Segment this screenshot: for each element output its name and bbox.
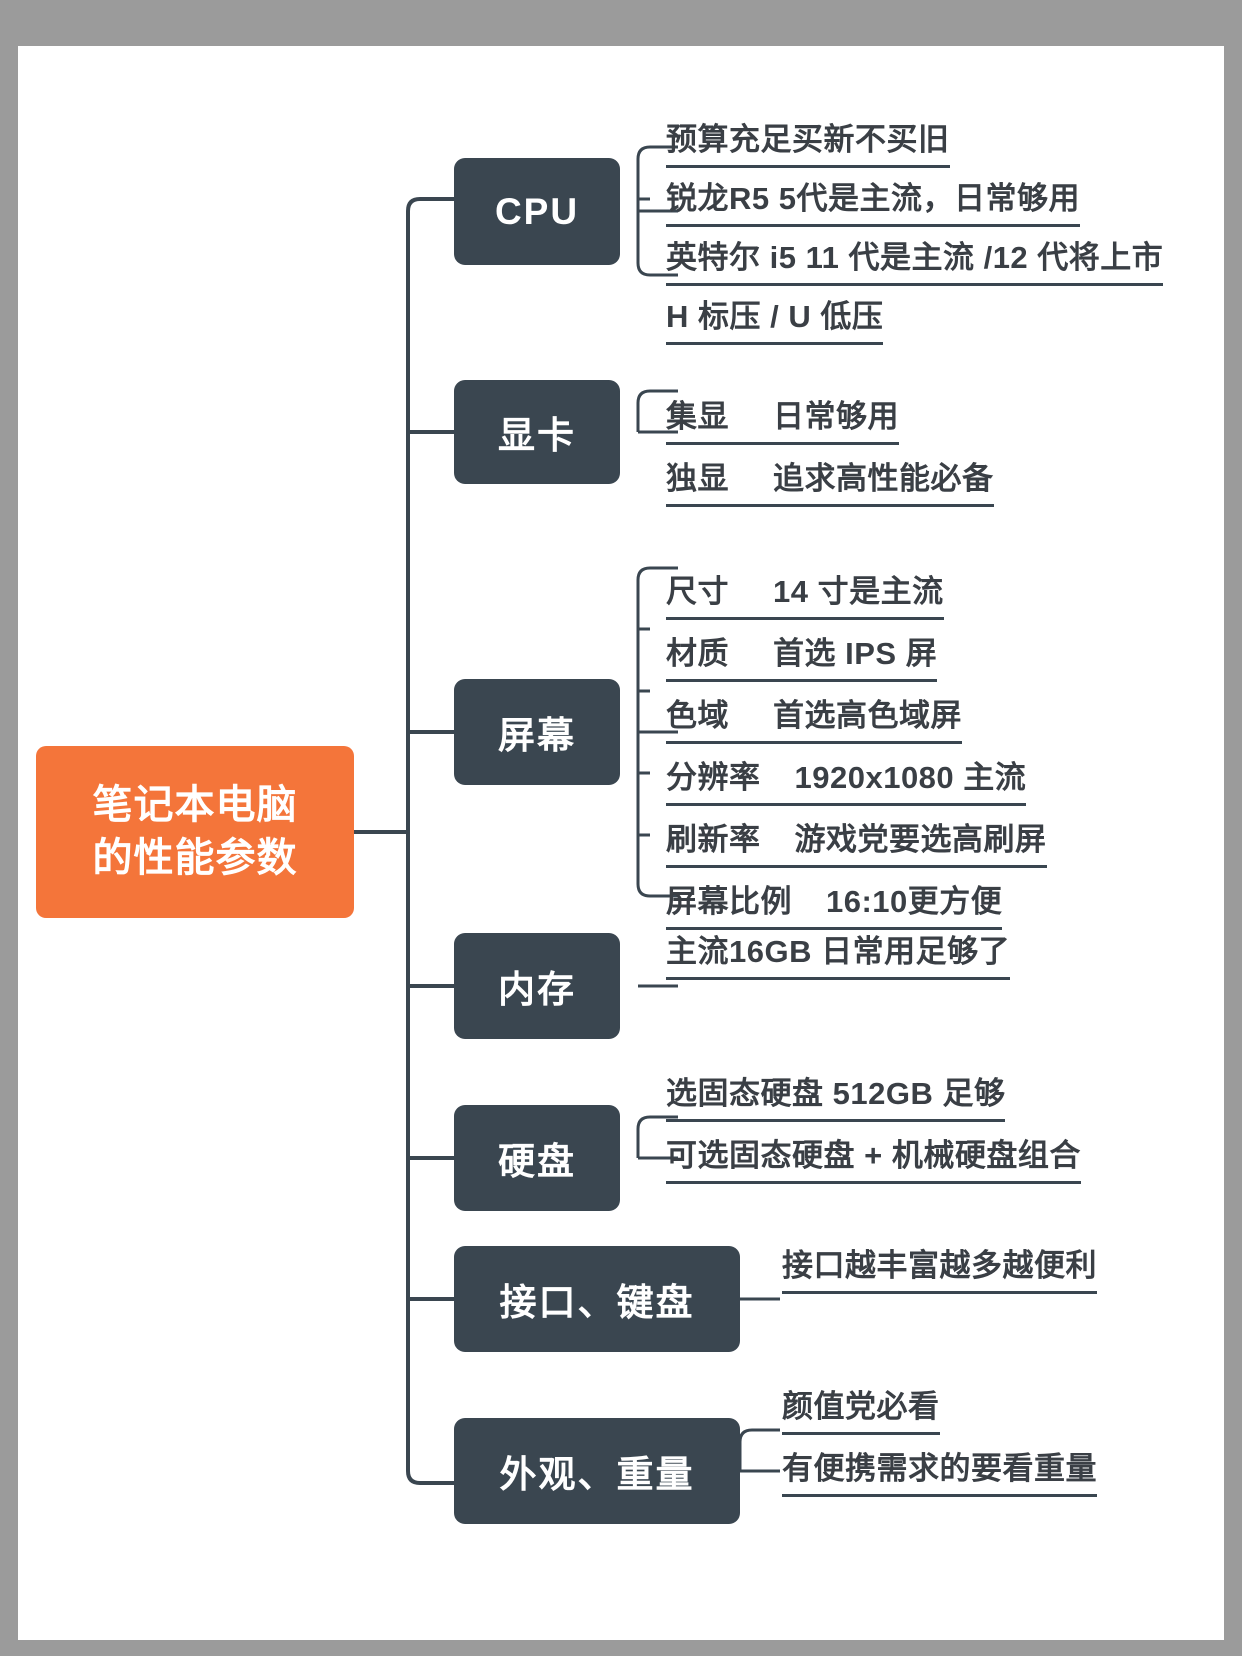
leaf-value: 游戏党要选高刷屏 — [794, 822, 1047, 857]
leaf-underline — [782, 1432, 940, 1435]
leaf-underline — [782, 1291, 1097, 1294]
leaf-value: 1920x1080 主流 — [794, 760, 1027, 795]
leaf-screen-3[interactable]: 分辨率 1920x1080 主流 — [666, 752, 1026, 797]
leaf-underline — [666, 224, 1080, 227]
leaf-gpu-0[interactable]: 集显 日常够用 — [666, 391, 899, 436]
branch-node-disk[interactable]: 硬盘 — [454, 1105, 620, 1211]
leaf-cpu-3[interactable]: H 标压 / U 低压 — [666, 291, 883, 336]
leaf-design-0[interactable]: 颜值党必看 — [782, 1381, 940, 1426]
leaf-memory-0[interactable]: 主流16GB 日常用足够了 — [666, 926, 1010, 971]
branch-label-cpu: CPU — [494, 190, 580, 232]
branch-node-cpu[interactable]: CPU — [454, 158, 620, 265]
leaf-key: 尺寸 — [666, 574, 729, 609]
leaf-key: 预算充足买新不买旧 — [666, 122, 950, 157]
branch-label-gpu: 显卡 — [498, 415, 576, 456]
leaf-key: 集显 — [666, 399, 729, 434]
leaf-screen-0[interactable]: 尺寸 14 寸是主流 — [666, 566, 944, 611]
leaf-underline — [666, 865, 1047, 868]
branch-label-screen: 屏幕 — [498, 715, 576, 756]
leaf-key: 接口越丰富越多越便利 — [782, 1248, 1097, 1283]
root-node[interactable]: 笔记本电脑 的性能参数 — [36, 746, 354, 918]
leaf-ports-0[interactable]: 接口越丰富越多越便利 — [782, 1240, 1097, 1285]
branch-node-screen[interactable]: 屏幕 — [454, 679, 620, 785]
leaf-gpu-1[interactable]: 独显 追求高性能必备 — [666, 453, 994, 498]
leaf-disk-0[interactable]: 选固态硬盘 512GB 足够 — [666, 1068, 1005, 1113]
leaf-key: 刷新率 — [666, 822, 761, 857]
branch-label-disk: 硬盘 — [498, 1141, 576, 1182]
branch-node-memory[interactable]: 内存 — [454, 933, 620, 1039]
cpu-connector — [636, 145, 678, 277]
leaf-underline — [666, 617, 944, 620]
gpu-connector — [636, 389, 678, 434]
leaf-key: 独显 — [666, 461, 729, 496]
leaf-underline — [666, 803, 1027, 806]
leaf-key: 颜值党必看 — [782, 1389, 940, 1424]
leaf-underline — [666, 283, 1164, 286]
leaf-cpu-0[interactable]: 预算充足买新不买旧 — [666, 114, 950, 159]
leaf-key: 选固态硬盘 512GB 足够 — [666, 1076, 1006, 1111]
root-label: 笔记本电脑 的性能参数 — [92, 783, 298, 880]
leaf-key: 主流16GB 日常用足够了 — [666, 934, 1011, 969]
leaf-design-1[interactable]: 有便携需求的要看重量 — [782, 1443, 1097, 1488]
leaf-underline — [666, 165, 950, 168]
leaf-key: 英特尔 i5 11 代是主流 /12 代将上市 — [666, 240, 1164, 275]
leaf-underline — [666, 1119, 1006, 1122]
leaf-underline — [782, 1494, 1097, 1497]
screen-connector — [636, 566, 678, 898]
branch-label-memory: 内存 — [498, 969, 576, 1010]
leaf-underline — [666, 679, 938, 682]
leaf-screen-2[interactable]: 色域 首选高色域屏 — [666, 690, 962, 735]
leaf-value: 追求高性能必备 — [773, 461, 994, 496]
leaf-key: 色域 — [666, 698, 729, 733]
leaf-value: 日常够用 — [773, 399, 899, 434]
leaf-key: 锐龙R5 5代是主流，日常够用 — [666, 181, 1080, 216]
leaf-screen-1[interactable]: 材质 首选 IPS 屏 — [666, 628, 937, 673]
mindmap-canvas: CPU 预算充足买新不买旧 锐龙R5 5代是主流，日常够用 英特尔 i5 11 … — [18, 46, 1224, 1640]
branch-label-design: 外观、重量 — [499, 1454, 695, 1495]
design-connector — [738, 1428, 780, 1473]
leaf-underline — [666, 1181, 1081, 1184]
leaf-underline — [666, 927, 1003, 930]
leaf-key: 屏幕比例 — [666, 884, 792, 919]
leaf-underline — [666, 342, 884, 345]
ports-connector — [740, 1297, 780, 1301]
memory-connector — [638, 984, 678, 988]
leaf-key: 材质 — [666, 636, 729, 671]
branch-node-ports[interactable]: 接口、键盘 — [454, 1246, 740, 1352]
disk-connector — [636, 1115, 678, 1160]
branch-node-gpu[interactable]: 显卡 — [454, 380, 620, 484]
leaf-cpu-2[interactable]: 英特尔 i5 11 代是主流 /12 代将上市 — [666, 232, 1163, 277]
leaf-key: 有便携需求的要看重量 — [782, 1451, 1097, 1486]
leaf-underline — [666, 504, 994, 507]
leaf-screen-5[interactable]: 屏幕比例 16:10更方便 — [666, 876, 1002, 921]
leaf-key: 分辨率 — [666, 760, 761, 795]
leaf-value: 16:10更方便 — [826, 884, 1003, 919]
leaf-screen-4[interactable]: 刷新率 游戏党要选高刷屏 — [666, 814, 1047, 859]
leaf-key: H 标压 / U 低压 — [666, 299, 884, 334]
leaf-value: 首选高色域屏 — [773, 698, 962, 733]
leaf-key: 可选固态硬盘 + 机械硬盘组合 — [666, 1138, 1081, 1173]
leaf-disk-1[interactable]: 可选固态硬盘 + 机械硬盘组合 — [666, 1130, 1081, 1175]
leaf-cpu-1[interactable]: 锐龙R5 5代是主流，日常够用 — [666, 173, 1080, 218]
leaf-value: 14 寸是主流 — [773, 574, 944, 609]
branch-node-design[interactable]: 外观、重量 — [454, 1418, 740, 1524]
leaf-value: 首选 IPS 屏 — [773, 636, 938, 671]
leaf-underline — [666, 741, 962, 744]
leaf-underline — [666, 442, 899, 445]
leaf-underline — [666, 977, 1011, 980]
branch-label-ports: 接口、键盘 — [499, 1282, 695, 1323]
